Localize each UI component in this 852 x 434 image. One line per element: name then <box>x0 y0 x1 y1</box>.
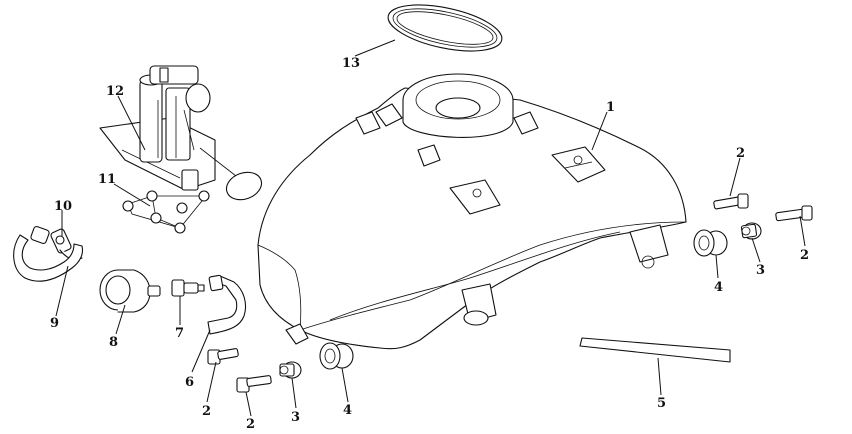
callout-2-right-bottom: 2 <box>800 248 809 263</box>
callout-7: 7 <box>175 326 184 341</box>
bolt-part-2-lower-a <box>207 348 239 365</box>
callout-4-right: 4 <box>714 280 723 295</box>
nut-set-part-11 <box>122 190 210 234</box>
leader-lines <box>55 39 806 417</box>
callout-9: 9 <box>50 316 59 331</box>
fuel-tank-part-1 <box>257 73 687 350</box>
hose-part-6 <box>207 274 247 335</box>
grommet-part-4-right <box>693 229 728 257</box>
drain-hose-part-5 <box>579 337 731 363</box>
spacer-part-3-lower <box>279 361 302 379</box>
bolt-part-2-right-b <box>775 205 813 222</box>
fuel-hose-part-9 <box>13 225 84 282</box>
fitting-part-7 <box>171 279 205 297</box>
fuel-pump-part-12 <box>99 65 263 201</box>
callout-10: 10 <box>54 199 72 214</box>
callout-3-right: 3 <box>756 263 765 278</box>
gasket-ring-part-13 <box>387 4 503 52</box>
callout-labels: 13 1 2 2 3 4 5 12 11 10 9 8 7 6 2 2 3 4 <box>50 56 809 432</box>
callout-12: 12 <box>106 84 124 99</box>
callout-11: 11 <box>98 172 116 187</box>
callout-2-lower-b: 2 <box>246 417 255 432</box>
fuel-filter-part-8 <box>99 269 161 313</box>
callout-3-lower: 3 <box>291 410 300 425</box>
callout-8: 8 <box>109 335 118 350</box>
bolt-part-2-right-a <box>713 193 749 210</box>
callout-2-right-top: 2 <box>736 146 745 161</box>
spacer-part-3-right <box>740 222 762 240</box>
callout-5: 5 <box>657 396 666 411</box>
callout-1: 1 <box>606 100 615 115</box>
grommet-part-4-lower <box>319 342 354 370</box>
callout-13: 13 <box>342 56 360 71</box>
bolt-part-2-lower-b <box>236 375 272 393</box>
callout-4-lower: 4 <box>343 403 352 418</box>
callout-2-lower-a: 2 <box>202 404 211 419</box>
callout-6: 6 <box>185 375 194 390</box>
